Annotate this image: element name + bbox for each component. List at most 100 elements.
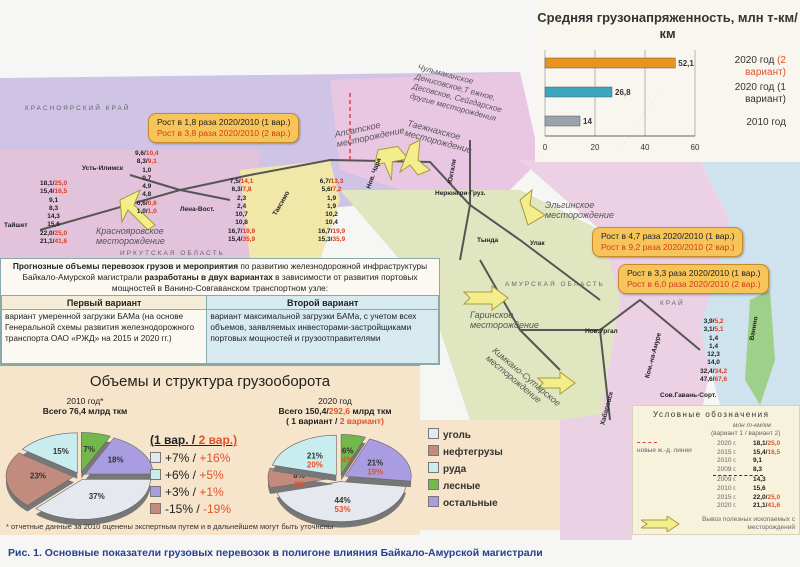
bar-value-label: 26,8 <box>615 88 631 97</box>
cargo-density-value: 16,7/19,9 <box>318 227 346 235</box>
swatch-ore <box>428 462 439 473</box>
x-tick-label: 20 <box>591 143 600 152</box>
map-legend: Условные обозначения млн т-км/км (вариан… <box>632 405 800 535</box>
pie-slice-label-v2: 4% <box>293 480 305 489</box>
cargo-density-value: 2,3 <box>237 194 247 202</box>
railway-lines <box>39 140 701 421</box>
new-line-label: новые ж.-д. линии <box>637 447 692 454</box>
pie-section-title: Объемы и структура грузооборота <box>89 373 331 390</box>
cargo-density-value: 0,6/0,6 <box>136 199 157 207</box>
bar <box>544 115 581 127</box>
variants-table: Первый вариант Второй вариант вариант ум… <box>1 295 439 364</box>
pie-slice-label: 15% <box>53 447 69 456</box>
station-label: Сов.Гавань-Сорт. <box>660 392 717 399</box>
chart-title: Средняя грузонапряженность, млн т-км/км <box>537 10 798 41</box>
arrow-legend-label: Вывоз полезных ископаемых с месторождени… <box>702 516 795 531</box>
legend-item-timber: лесные <box>428 479 480 492</box>
cargo-density-value: 1,0/1,0 <box>136 208 157 216</box>
growth-v1: Рост в 3,3 раза 2020/2010 (1 вар.) <box>627 268 761 278</box>
cargo-density-value: 8,3 <box>49 204 59 212</box>
cargo-structure-panel: Объемы и структура грузооборота 2010 год… <box>0 365 420 535</box>
cargo-density-value: 10,7 <box>235 211 248 219</box>
bar-label: 2010 год <box>746 117 786 128</box>
pie-2020-heading: 2020 год Всего 150,4/292,6 млрд ткм ( 1 … <box>278 396 392 426</box>
growth-v1: Рост в 4,7 раза 2020/2010 (1 вар.) <box>601 231 735 241</box>
cargo-density-value: 9,1 <box>49 196 59 204</box>
region-amur-south <box>560 410 632 540</box>
swatch-other <box>150 486 161 497</box>
station-label: Тында <box>477 237 499 244</box>
bar-value-label: 52,1 <box>678 59 694 68</box>
bar-label: 2020 год (2 вариант) <box>734 55 786 78</box>
region-buryatia <box>240 160 340 260</box>
cargo-density-value: 1,9 <box>327 194 337 202</box>
arrow-icon <box>519 188 546 226</box>
pie-2010-heading: 2010 год*Всего 76,4 млрд ткм <box>42 396 128 416</box>
swatch-coal <box>428 428 439 439</box>
variant2-text: вариант максимальной загрузки БАМа, с уч… <box>206 309 439 364</box>
cargo-density-value: 4,8 <box>142 191 152 199</box>
cargo-density-value: 10,8 <box>235 219 248 227</box>
legend-year: 2015 г. <box>717 493 737 501</box>
growth-callout: Рост в 3,3 раза 2020/2010 (1 вар.) Рост … <box>618 264 770 294</box>
arrow-icon <box>119 188 156 231</box>
pie-slice-label: 23% <box>30 471 46 480</box>
pie-slice-label: 18% <box>108 456 124 465</box>
pie-slice-label-v2: 53% <box>335 505 351 514</box>
legend-year: 2020 г. <box>717 440 737 447</box>
pie-slice-label: 37% <box>89 492 105 501</box>
cargo-density-value: 1,9 <box>327 202 337 210</box>
cargo-density-value: 1,0 <box>142 166 152 174</box>
region-label: АМУРСКАЯ ОБЛАСТЬ <box>505 281 605 288</box>
swatch-oil <box>428 445 439 456</box>
variant1-text: вариант умеренной загрузки БАМа (на осно… <box>1 309 208 364</box>
cargo-density-value: 14,3 <box>47 213 60 221</box>
cargo-density-value: 22,0/25,0 <box>40 229 68 237</box>
pie-slice-timber <box>340 434 366 481</box>
legend-item-ore: руда <box>428 462 466 475</box>
region-label: ИРКУТСКАЯ ОБЛАСТЬ <box>120 250 225 257</box>
station-label: Нов.Ургал <box>585 328 618 335</box>
variant1-header: Первый вариант <box>1 295 208 310</box>
figure-caption: Рис. 1. Основные показатели грузовых пер… <box>8 547 543 559</box>
station-label: Усть-Илимск <box>82 165 123 172</box>
variant2-header: Второй вариант <box>206 295 439 310</box>
legend-year: 2009 г. <box>717 476 737 484</box>
cargo-density-value: 15,3/35,9 <box>318 236 346 244</box>
region-label: КРАЙ <box>660 300 685 307</box>
region-label: КРАСНОЯРСКИЙ КРАЙ <box>25 105 131 112</box>
pie-slice-label: 21% <box>367 458 383 467</box>
legend-item-coal: уголь <box>428 428 471 441</box>
swatch-oil <box>150 503 161 514</box>
cargo-density-value: 0,7 <box>142 174 152 182</box>
pie-slice-coal <box>276 481 407 528</box>
cargo-density-value: 10,2 <box>325 211 338 219</box>
change-item-ore: +6% / +5% <box>150 468 224 483</box>
cargo-density-value: 16,7/19,9 <box>228 227 256 235</box>
pie-slice-label-v2: 19% <box>367 467 383 476</box>
cargo-density-value: 6,7/13,3 <box>319 178 344 185</box>
growth-v1: Рост в 1,8 раза 2020/2010 (1 вар.) <box>157 117 291 127</box>
cargo-density-value: 2,4 <box>237 202 247 210</box>
station-label: Нерюнгри-Груз. <box>435 190 486 197</box>
cargo-density-chart: Средняя грузонапряженность, млн т-км/км … <box>535 0 800 162</box>
cargo-density-value: 10,4 <box>325 219 338 227</box>
pie-slice-ore <box>271 434 337 482</box>
export-arrow-icon <box>641 516 680 532</box>
cargo-density-value: 8,3/9,1 <box>136 158 157 166</box>
growth-v2: Рост в 9,2 раза 2020/2010 (2 вар.) <box>601 242 735 252</box>
growth-callout: Рост в 1,8 раза 2020/2010 (1 вар.) Рост … <box>148 113 300 143</box>
station-label: Лена-Вост. <box>180 206 215 213</box>
cargo-density-value: 14,0 <box>707 359 720 367</box>
cargo-density-value: 5,6/7,2 <box>321 186 342 194</box>
legend-year: 2015 г. <box>717 448 737 456</box>
cargo-density-value: 15,6 <box>47 221 60 229</box>
legend-divider <box>713 475 763 476</box>
legend-unit-sub: (вариант 1 / вариант 2) <box>711 430 781 437</box>
pie-slice-oil <box>5 452 75 512</box>
cargo-density-value: 6,3/7,8 <box>231 186 252 194</box>
pie-slice-label: 21% <box>307 451 323 460</box>
